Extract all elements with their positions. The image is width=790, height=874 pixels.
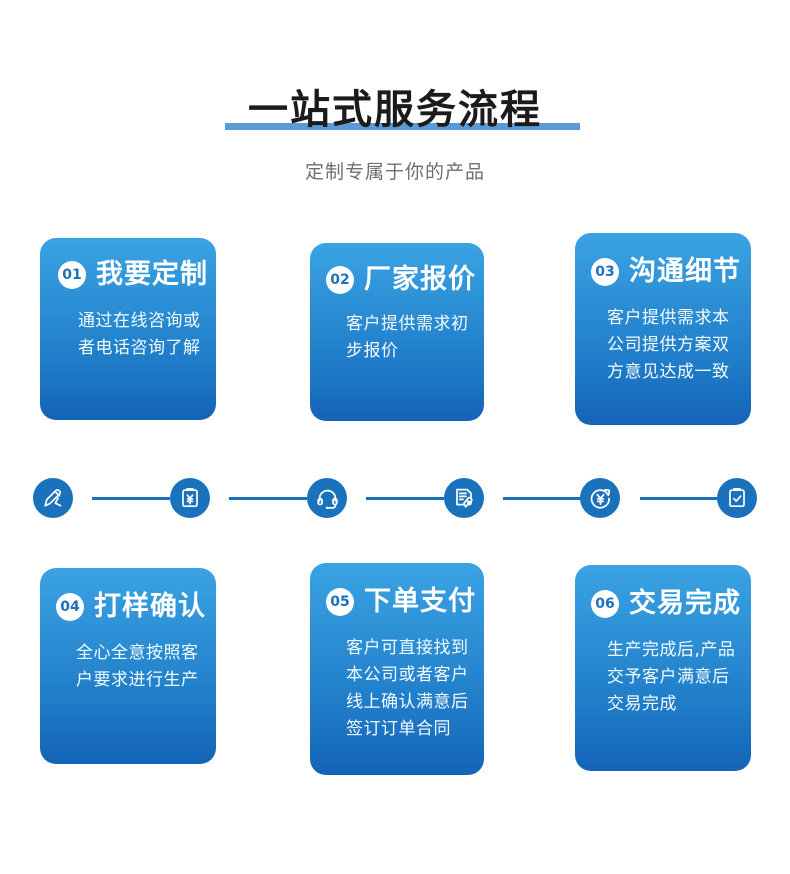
headset-icon[interactable] bbox=[307, 478, 347, 518]
step-title: 沟通细节 bbox=[629, 256, 741, 287]
step-card-06[interactable]: 06 交易完成 生产完成后,产品交予客户满意后交易完成 bbox=[575, 565, 751, 771]
connector-line-2 bbox=[229, 497, 307, 500]
step-number-badge: 06 bbox=[591, 590, 619, 618]
step-title: 下单支付 bbox=[364, 586, 476, 617]
connector-line-1 bbox=[92, 497, 170, 500]
yen-circle-icon[interactable] bbox=[580, 478, 620, 518]
step-card-03[interactable]: 03 沟通细节 客户提供需求本公司提供方案双方意见达成一致 bbox=[575, 233, 751, 425]
step-card-04[interactable]: 04 打样确认 全心全意按照客户要求进行生产 bbox=[40, 568, 216, 764]
connector-line-4 bbox=[503, 497, 581, 500]
step-number-badge: 01 bbox=[58, 261, 86, 289]
step-card-header: 03 沟通细节 bbox=[591, 257, 741, 287]
step-number-badge: 04 bbox=[56, 593, 84, 621]
step-title: 厂家报价 bbox=[364, 264, 476, 295]
step-card-header: 06 交易完成 bbox=[591, 589, 741, 619]
step-card-01[interactable]: 01 我要定制 通过在线咨询或者电话咨询了解 bbox=[40, 238, 216, 420]
step-number-badge: 05 bbox=[326, 588, 354, 616]
page-subtitle: 定制专属于你的产品 bbox=[304, 161, 485, 183]
clipboard-check-icon[interactable] bbox=[717, 478, 757, 518]
step-number-badge: 02 bbox=[326, 266, 354, 294]
step-card-header: 01 我要定制 bbox=[58, 260, 208, 290]
step-card-header: 04 打样确认 bbox=[56, 592, 206, 622]
title-underline-bar bbox=[225, 123, 580, 130]
page-title: 一站式服务流程 bbox=[248, 87, 542, 133]
step-title: 交易完成 bbox=[629, 588, 741, 619]
step-description: 全心全意按照客户要求进行生产 bbox=[76, 643, 199, 690]
step-number-badge: 03 bbox=[591, 258, 619, 286]
step-description: 客户提供需求本公司提供方案双方意见达成一致 bbox=[607, 308, 730, 382]
connector-line-3 bbox=[366, 497, 444, 500]
connector-line-5 bbox=[640, 497, 718, 500]
document-tag-icon[interactable] bbox=[444, 478, 484, 518]
step-card-header: 05 下单支付 bbox=[326, 587, 476, 617]
process-icon-strip bbox=[0, 478, 790, 522]
step-description: 通过在线咨询或者电话咨询了解 bbox=[78, 311, 201, 358]
step-card-05[interactable]: 05 下单支付 客户可直接找到本公司或者客户线上确认满意后签订订单合同 bbox=[310, 563, 484, 775]
step-card-02[interactable]: 02 厂家报价 客户提供需求初步报价 bbox=[310, 243, 484, 421]
pen-design-icon[interactable] bbox=[33, 478, 73, 518]
step-description: 生产完成后,产品交予客户满意后交易完成 bbox=[607, 640, 736, 714]
clipboard-yen-icon[interactable] bbox=[170, 478, 210, 518]
step-description: 客户可直接找到本公司或者客户线上确认满意后签订订单合同 bbox=[346, 638, 469, 739]
step-description: 客户提供需求初步报价 bbox=[346, 314, 469, 361]
step-title: 打样确认 bbox=[94, 591, 206, 622]
step-card-header: 02 厂家报价 bbox=[326, 265, 476, 295]
step-title: 我要定制 bbox=[96, 259, 208, 290]
